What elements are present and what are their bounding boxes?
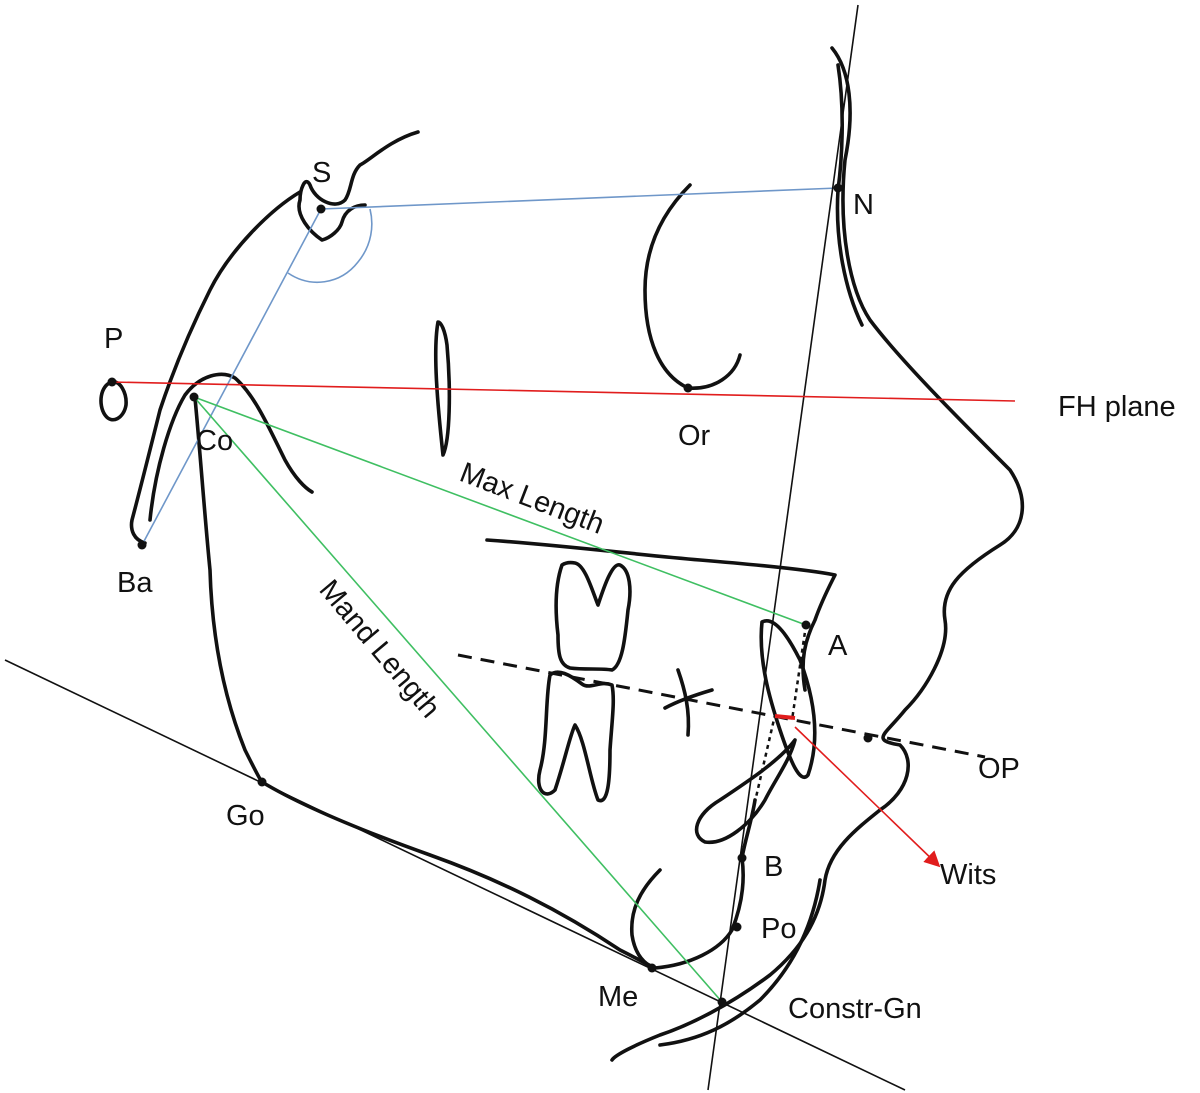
occlusal-plane-line (457, 653, 986, 759)
label-Go: Go (226, 800, 265, 832)
anatomical-tracings (99, 46, 1025, 1062)
label-Or: Or (678, 420, 711, 452)
lower-molar (536, 670, 616, 803)
label-op: OP (978, 753, 1020, 785)
label-N: N (853, 189, 874, 221)
point-Co (189, 392, 199, 402)
line-labels: FH plane Max Length Mand Length OP Wits (313, 391, 1176, 891)
label-ConstrGn: Constr-Gn (788, 993, 922, 1025)
palatal-plane (485, 538, 837, 692)
premolar-cross-b (663, 688, 714, 710)
cranial-base-outline (297, 130, 420, 242)
s-ba-line (141, 208, 322, 546)
wits-segment (774, 714, 796, 720)
point-S (316, 204, 326, 214)
label-Co: Co (196, 425, 233, 457)
condyle-outline (148, 372, 314, 522)
label-max-length: Max Length (455, 457, 608, 541)
facial-line (707, 4, 859, 1091)
fh-plane-line (109, 381, 1016, 402)
point-occlusal-incisal (863, 733, 873, 743)
point-Ba (137, 540, 147, 550)
wits-perpendicular-b (740, 714, 777, 859)
label-S: S (312, 157, 331, 189)
saddle-angle-arc (287, 208, 373, 284)
label-Po: Po (761, 913, 796, 945)
point-N (833, 183, 843, 193)
mandibular-lower-border (260, 780, 657, 970)
pterygomaxillary-fissure (433, 320, 452, 457)
ramus-posterior-border (193, 396, 264, 784)
upper-molar (554, 560, 632, 672)
porion-ear-rod (99, 380, 128, 422)
point-Po (732, 922, 742, 932)
wits-perpendicular-a (790, 624, 808, 721)
mand-length-line (193, 396, 723, 1003)
wits-arrow (794, 726, 941, 868)
occipital-outline (129, 190, 302, 545)
lower-incisor (694, 738, 797, 845)
construction-lines (4, 4, 1016, 1091)
label-mand-length: Mand Length (313, 574, 446, 724)
label-wits: Wits (940, 859, 996, 891)
point-Me (647, 963, 657, 973)
point-ConstrGn (717, 997, 727, 1007)
point-P (107, 377, 117, 387)
label-Ba: Ba (117, 567, 153, 599)
max-length-line (193, 396, 807, 626)
point-Go (257, 777, 267, 787)
label-B: B (764, 851, 783, 883)
label-fh-plane: FH plane (1058, 391, 1176, 423)
chin-soft-tissue (658, 878, 822, 1047)
point-Or (683, 383, 693, 393)
label-P: P (104, 323, 123, 355)
sn-line (320, 187, 839, 210)
landmark-labels: S N P Co Or Ba A B Go Po Me Constr-Gn (104, 157, 922, 1025)
point-B (737, 853, 747, 863)
point-A (801, 620, 811, 630)
orbit-outline (643, 183, 742, 390)
soft-tissue-profile (610, 46, 1025, 1062)
upper-incisor (759, 619, 817, 779)
label-A: A (828, 630, 848, 662)
label-Me: Me (598, 981, 638, 1013)
mandibular-plane-line (4, 659, 906, 1091)
landmark-points (107, 183, 873, 1007)
symphysis-inner (629, 868, 662, 970)
